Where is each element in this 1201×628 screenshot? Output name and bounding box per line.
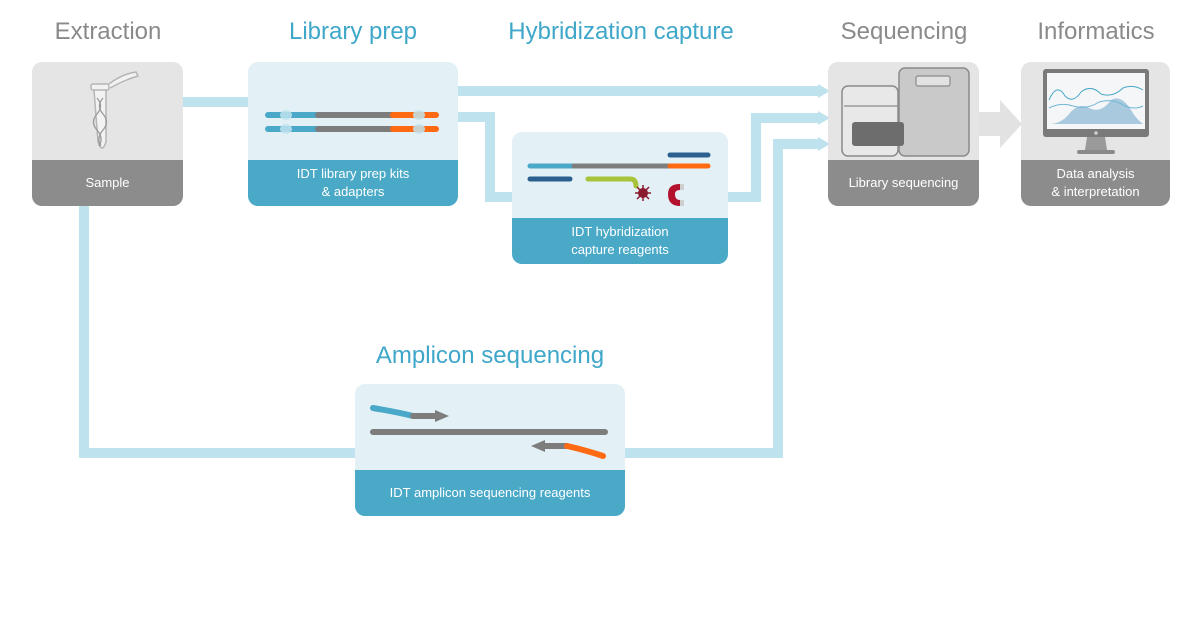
- stage-title-informatics: Informatics: [1037, 18, 1155, 45]
- stage-title-sequencing: Sequencing: [840, 18, 968, 45]
- library-sequencing-label: Library sequencing: [848, 175, 959, 190]
- sample-label: Sample: [85, 175, 130, 190]
- hybridization-capture-box: IDT hybridization capture reagents: [512, 132, 728, 264]
- data-analysis-box: Data analysis & interpretation: [1021, 62, 1170, 206]
- adapter-ligated-fragments-icon: [265, 110, 439, 134]
- arrowhead-2: [818, 111, 830, 125]
- connector-hybridization-sequencing: [727, 113, 820, 202]
- sample-box: Sample: [32, 62, 183, 206]
- sample-tube-icon: [90, 71, 140, 149]
- hybridization-label-line1: IDT hybridization: [571, 224, 669, 239]
- monitor-chart-icon: [1043, 69, 1149, 154]
- data-analysis-label-line2: & interpretation: [1051, 184, 1140, 199]
- reverse-arrow-icon: [531, 440, 545, 452]
- connector-sample-amplicon: [79, 204, 358, 458]
- connector-library-hybridization: [456, 112, 514, 202]
- hybridization-label-line2: capture reagents: [571, 242, 669, 257]
- forward-arrow-icon: [435, 410, 449, 422]
- library-sequencing-box: Library sequencing: [828, 62, 979, 206]
- stage-title-library-prep: Library prep: [288, 18, 418, 45]
- stage-title-amplicon-sequencing: Amplicon sequencing: [375, 342, 605, 369]
- library-prep-label-line1: IDT library prep kits: [296, 166, 410, 181]
- hybridization-probe-icon: [527, 152, 711, 206]
- sequencer-instrument-icon: [841, 67, 970, 157]
- arrowhead-1: [818, 84, 830, 98]
- library-prep-label-line2: & adapters: [321, 184, 385, 199]
- sequencing-to-informatics-arrow: [978, 100, 1022, 148]
- amplicon-box: IDT amplicon sequencing reagents: [355, 384, 625, 516]
- amplicon-label: IDT amplicon sequencing reagents: [389, 485, 591, 500]
- arrowhead-3: [818, 137, 830, 151]
- magnet-icon: [668, 184, 680, 206]
- data-analysis-label-line1: Data analysis: [1056, 166, 1135, 181]
- connector-amplicon-sequencing: [624, 139, 820, 458]
- library-prep-box: IDT library prep kits & adapters: [248, 62, 458, 206]
- amplicon-primers-icon: [370, 405, 608, 459]
- stage-title-hybridization-capture: Hybridization capture: [508, 18, 734, 45]
- bead-icon: [635, 185, 651, 201]
- stage-title-extraction: Extraction: [54, 18, 162, 45]
